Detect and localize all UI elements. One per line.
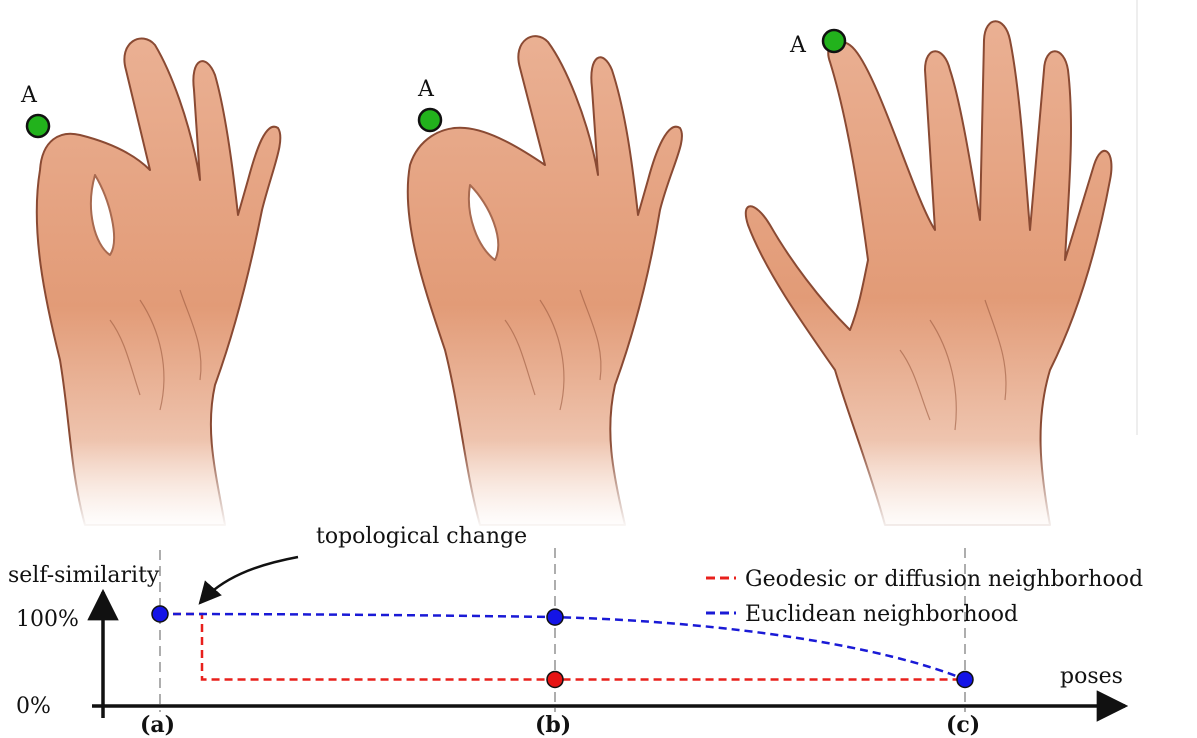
x-axis-label: poses bbox=[1060, 664, 1123, 689]
point-geodesic-b bbox=[547, 671, 563, 687]
point-euclidean-b bbox=[547, 609, 563, 625]
hand-pose-c bbox=[746, 0, 1137, 535]
hand-a-fade bbox=[30, 440, 270, 530]
point-a-label-3: A bbox=[789, 33, 807, 58]
point-euclidean-c bbox=[957, 671, 973, 687]
hand-c-fade bbox=[840, 440, 1100, 535]
annotation-arrow bbox=[200, 557, 298, 603]
y-tick-100: 100% bbox=[16, 607, 79, 632]
y-tick-0: 0% bbox=[16, 694, 51, 719]
hand-pose-b bbox=[400, 36, 682, 530]
x-tick-c: (c) bbox=[946, 712, 980, 738]
legend-label-euclidean: Euclidean neighborhood bbox=[745, 602, 1018, 627]
legend: Geodesic or diffusion neighborhood Eucli… bbox=[706, 567, 1143, 627]
x-tick-b: (b) bbox=[535, 712, 571, 738]
point-a-marker-1 bbox=[27, 115, 49, 137]
x-tick-a: (a) bbox=[140, 712, 175, 738]
point-a-label-2: A bbox=[417, 77, 435, 102]
point-a-marker-2 bbox=[419, 109, 441, 131]
self-similarity-chart: self-similarity poses 100% 0% (a) (b) (c… bbox=[8, 524, 1143, 738]
point-a-marker-3 bbox=[823, 30, 845, 52]
annotation-topological-change: topological change bbox=[316, 524, 527, 549]
hand-pose-a bbox=[30, 38, 280, 530]
point-euclidean-a bbox=[152, 606, 168, 622]
y-axis-label: self-similarity bbox=[8, 563, 160, 588]
hand-b-fade bbox=[400, 440, 670, 530]
point-a-label-1: A bbox=[20, 83, 38, 108]
legend-label-geodesic: Geodesic or diffusion neighborhood bbox=[745, 567, 1143, 592]
